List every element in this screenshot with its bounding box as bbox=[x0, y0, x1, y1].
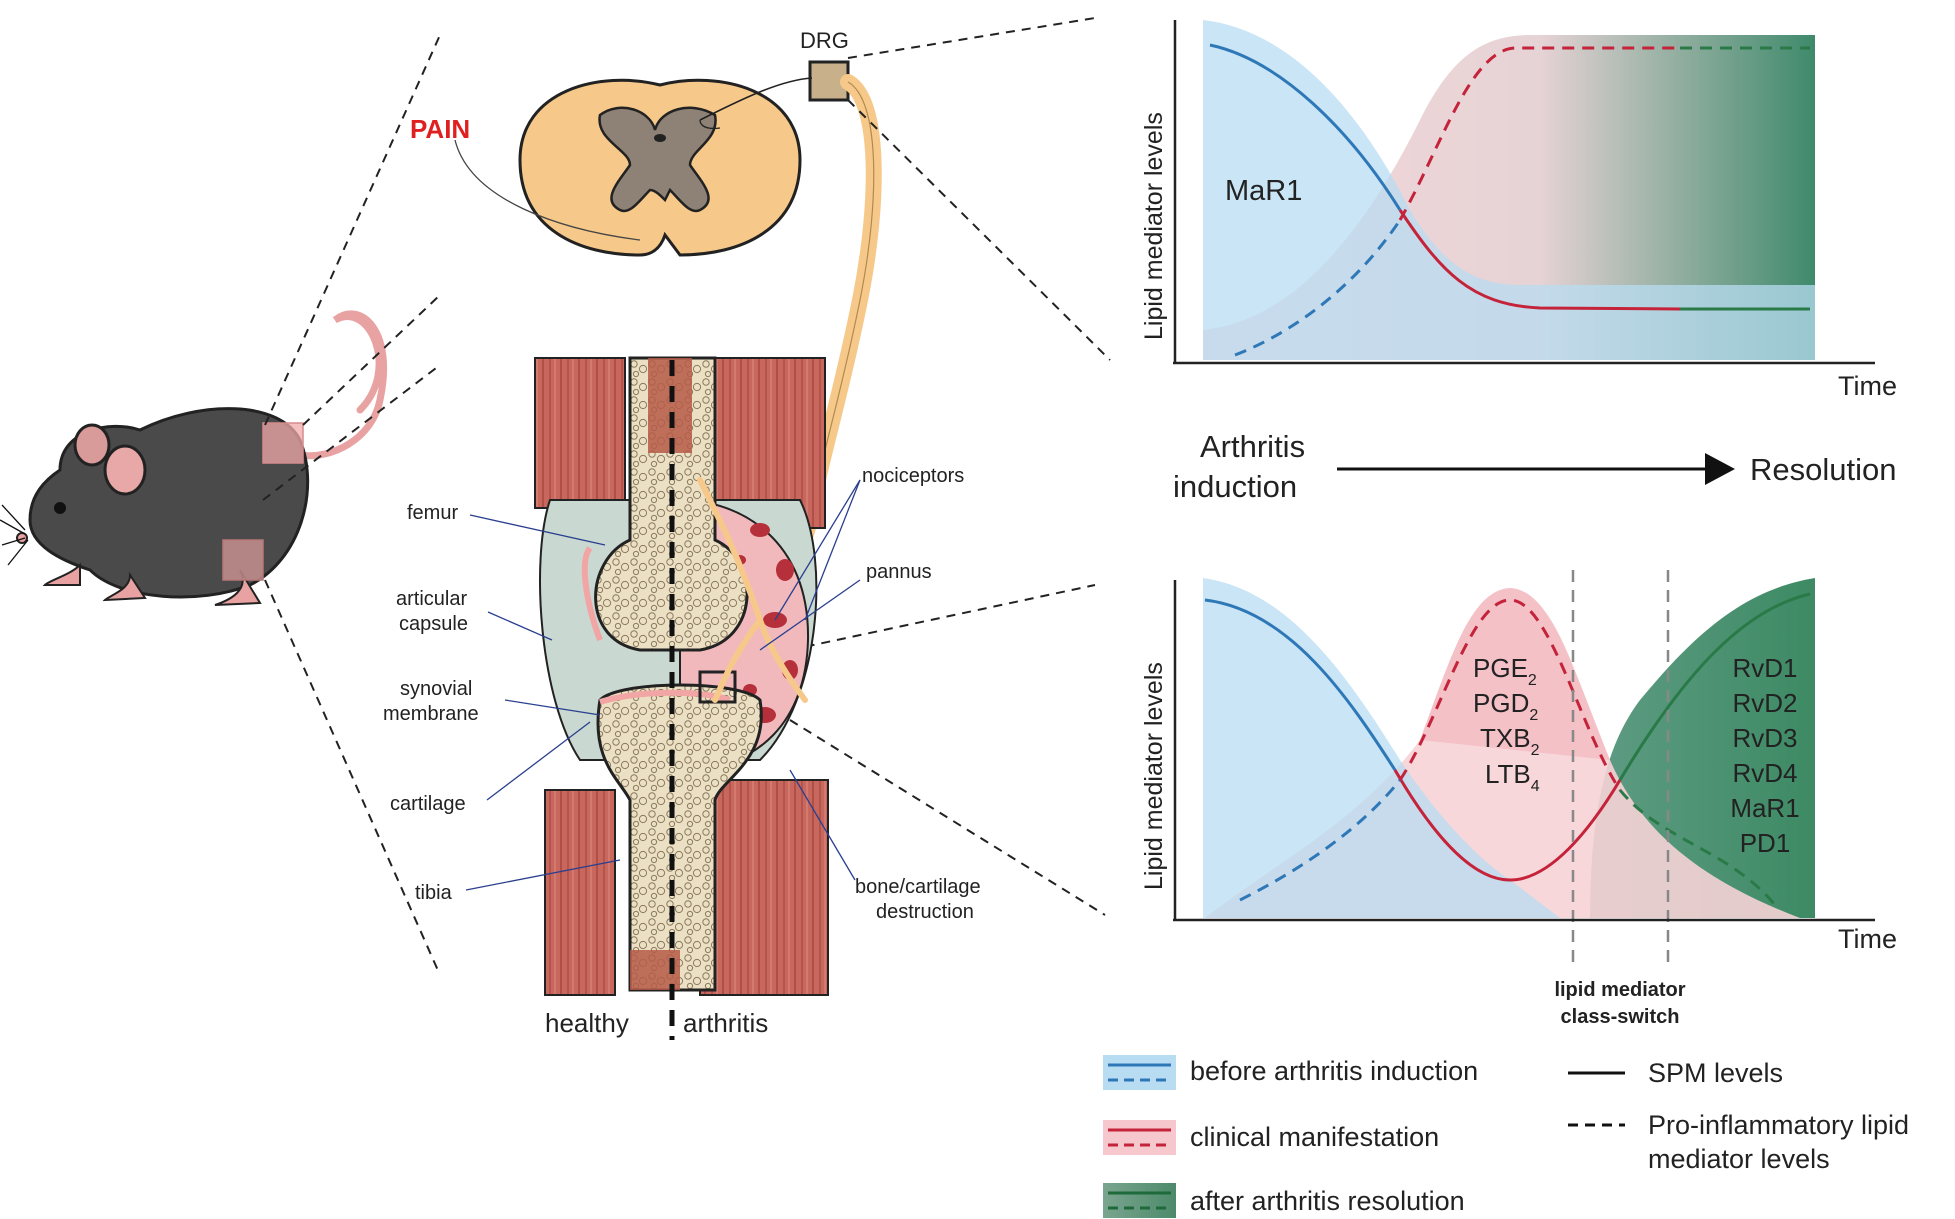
bone-cartilage-label-1: bone/cartilage bbox=[855, 876, 981, 898]
peak-mediator: PGE2 bbox=[1473, 653, 1537, 689]
legend-label-clinical: clinical manifestation bbox=[1190, 1122, 1439, 1152]
legend-label-after: after arthritis resolution bbox=[1190, 1186, 1465, 1216]
legend-item-spm: SPM levels bbox=[1568, 1058, 1783, 1088]
arrow-start-label-2: induction bbox=[1173, 469, 1297, 504]
legend-item-after: after arthritis resolution bbox=[1103, 1183, 1465, 1218]
knee-joint bbox=[534, 356, 829, 1040]
resolution-mediator: RvD2 bbox=[1732, 688, 1797, 718]
articular-capsule-label-2: capsule bbox=[399, 613, 468, 635]
knee-pointer-lines bbox=[465, 479, 861, 891]
drg-label: DRG bbox=[800, 28, 849, 53]
top-spm-line-blue bbox=[1209, 43, 1402, 211]
bottom-proinflammatory-line-green bbox=[1618, 789, 1777, 906]
top-spm-line-red bbox=[1398, 209, 1681, 311]
articular-capsule-label-1: articular bbox=[396, 588, 467, 610]
legend-swatch-clinical bbox=[1103, 1120, 1176, 1155]
class-switch-label-1: lipid mediator bbox=[1554, 979, 1685, 1001]
bottom-spm-line-red bbox=[1393, 769, 1622, 882]
legend: before arthritis induction clinical mani… bbox=[1103, 1055, 1909, 1218]
legend-label-proinflammatory-2: mediator levels bbox=[1648, 1144, 1830, 1174]
bottom-spm-line-blue bbox=[1204, 598, 1397, 771]
peak-mediator: TXB2 bbox=[1480, 723, 1540, 759]
legend-swatch-before bbox=[1103, 1055, 1176, 1090]
zoom-lines-mouse bbox=[262, 34, 441, 976]
femur-label: femur bbox=[407, 502, 458, 524]
mouse-illustration bbox=[0, 310, 388, 606]
resolution-mediator: RvD3 bbox=[1732, 723, 1797, 753]
zoom-lines-top bbox=[789, 17, 1111, 916]
peak-mediator-list: PGE2 PGD2 TXB2 LTB4 bbox=[1473, 653, 1540, 795]
top-chart-annotation: MaR1 bbox=[1225, 175, 1302, 207]
legend-item-clinical: clinical manifestation bbox=[1103, 1120, 1439, 1155]
bottom-chart-ylabel: Lipid mediator levels bbox=[1140, 662, 1168, 890]
legend-label-proinflammatory-1: Pro-inflammatory lipid bbox=[1648, 1110, 1909, 1140]
bottom-chart-xlabel: Time bbox=[1838, 924, 1897, 954]
top-proinflammatory-line-red bbox=[1398, 46, 1680, 221]
legend-label-spm: SPM levels bbox=[1648, 1058, 1783, 1088]
bone-cartilage-label-2: destruction bbox=[876, 901, 974, 923]
bottom-proinflammatory-line-red bbox=[1398, 598, 1622, 791]
peak-mediator: LTB4 bbox=[1485, 759, 1540, 795]
pain-label: PAIN bbox=[410, 114, 470, 144]
resolution-mediator-list: RvD1 RvD2 RvD3 RvD4 MaR1 PD1 bbox=[1730, 653, 1799, 858]
resolution-mediator: MaR1 bbox=[1730, 793, 1799, 823]
pain-pointer-line bbox=[454, 139, 641, 241]
top-chart-xlabel: Time bbox=[1838, 371, 1897, 401]
arrow-end-label: Resolution bbox=[1750, 452, 1896, 487]
tibia-label: tibia bbox=[415, 882, 453, 904]
bottom-proinflammatory-line-blue bbox=[1239, 779, 1402, 902]
arthritis-label: arthritis bbox=[683, 1008, 768, 1038]
resolution-mediator: RvD4 bbox=[1732, 758, 1797, 788]
resolution-mediator: RvD1 bbox=[1732, 653, 1797, 683]
healthy-label: healthy bbox=[545, 1008, 629, 1038]
top-chart bbox=[1173, 20, 1875, 365]
peak-mediator: PGD2 bbox=[1473, 688, 1538, 724]
timeline-arrow-head bbox=[1705, 453, 1735, 485]
legend-label-before: before arthritis induction bbox=[1190, 1056, 1478, 1086]
legend-item-proinflammatory: Pro-inflammatory lipid mediator levels bbox=[1568, 1110, 1909, 1174]
top-proinflammatory-line-blue bbox=[1234, 219, 1402, 357]
spinal-cord bbox=[518, 60, 850, 257]
nociceptors-label: nociceptors bbox=[862, 465, 964, 487]
cartilage-label: cartilage bbox=[390, 793, 466, 815]
bottom-chart bbox=[1173, 570, 1875, 965]
arrow-start-label-1: Arthritis bbox=[1200, 429, 1305, 464]
legend-item-before: before arthritis induction bbox=[1103, 1055, 1478, 1090]
class-switch-label-2: class-switch bbox=[1561, 1006, 1680, 1028]
resolution-mediator: PD1 bbox=[1740, 828, 1791, 858]
bottom-spm-line-green bbox=[1618, 592, 1811, 781]
top-chart-ylabel: Lipid mediator levels bbox=[1140, 112, 1168, 340]
synovial-membrane-label-2: membrane bbox=[383, 703, 479, 725]
synovial-membrane-label-1: synovial bbox=[400, 678, 472, 700]
legend-swatch-after bbox=[1103, 1183, 1176, 1218]
bottom-red-peak bbox=[1420, 588, 1610, 760]
pannus-label: pannus bbox=[866, 561, 932, 583]
